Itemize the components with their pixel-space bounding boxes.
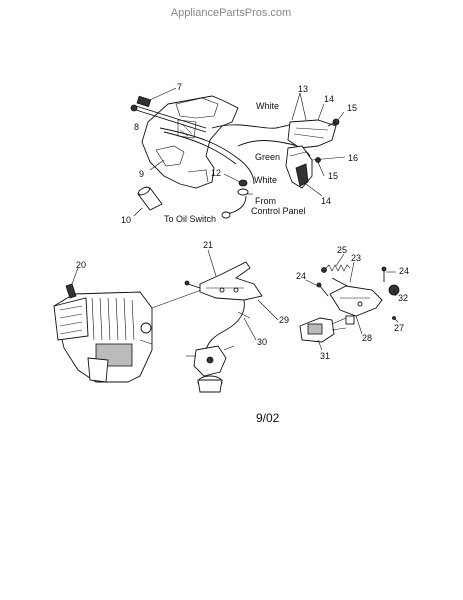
- switch-part-31: [299, 315, 355, 343]
- grommet-part-12: [238, 179, 248, 187]
- callouts-lower: 20 21 23 24 24 25 27 28 29 30 31 32: [76, 240, 409, 361]
- harness-bracket-13: [287, 119, 337, 149]
- screw-part-15b: [315, 157, 321, 163]
- callout-15b: 15: [328, 171, 338, 181]
- callout-25: 25: [337, 245, 347, 255]
- carburetor: [186, 345, 235, 393]
- revision-date: 9/02: [256, 411, 280, 425]
- callout-32: 32: [398, 293, 408, 303]
- callout-23: 23: [351, 253, 361, 263]
- throttle-linkage: [299, 264, 400, 343]
- callout-21: 21: [203, 240, 213, 250]
- watermark-text: AppliancePartsPros.com: [171, 7, 291, 19]
- callout-16: 16: [348, 153, 358, 163]
- callout-14a: 14: [324, 94, 334, 104]
- callout-10: 10: [121, 215, 131, 225]
- connector-part-7: [136, 95, 152, 108]
- wire-white-upper: [159, 127, 255, 185]
- callout-20: 20: [76, 260, 86, 270]
- callout-24a: 24: [296, 271, 306, 281]
- callout-7: 7: [177, 82, 182, 92]
- callout-15a: 15: [347, 103, 357, 113]
- callout-29: 29: [279, 315, 289, 325]
- wire-label-white-mid: White: [254, 175, 277, 185]
- wire-label-white-top: White: [256, 101, 279, 111]
- wire-label-control-panel: Control Panel: [251, 206, 306, 216]
- callouts-upper: 7 8 9 10 12 13 14 14 15 15 16: [121, 82, 358, 225]
- sleeve-part-10: [137, 186, 163, 211]
- callout-28: 28: [362, 333, 372, 343]
- callout-12: 12: [211, 168, 221, 178]
- wire-oil-switch: [225, 195, 247, 215]
- upper-assembly: [130, 95, 340, 219]
- wire-label-oil-switch: To Oil Switch: [164, 214, 216, 224]
- governor-cable-30: [205, 299, 245, 351]
- callout-24b: 24: [399, 266, 409, 276]
- callout-13: 13: [298, 84, 308, 94]
- callout-31: 31: [320, 351, 330, 361]
- spark-plug-part-20: [65, 283, 77, 299]
- engine-shroud: [141, 95, 239, 189]
- screw-part-8: [130, 104, 138, 112]
- rod-part: [135, 105, 207, 129]
- control-bracket-21: [199, 261, 263, 301]
- governor-linkage: [184, 261, 263, 393]
- callout-27: 27: [394, 323, 404, 333]
- wire-label-from: From: [255, 196, 276, 206]
- callout-9: 9: [139, 169, 144, 179]
- leader-lines-upper: [133, 87, 346, 217]
- wire-label-green: Green: [255, 152, 280, 162]
- callout-30: 30: [257, 337, 267, 347]
- callout-8: 8: [134, 122, 139, 132]
- callout-14b: 14: [321, 196, 331, 206]
- bracket-part-28: [329, 285, 383, 317]
- wire-labels: White Green White From Control Panel To …: [164, 101, 306, 224]
- engine-block: [53, 283, 153, 383]
- spring-part-25: [325, 264, 351, 272]
